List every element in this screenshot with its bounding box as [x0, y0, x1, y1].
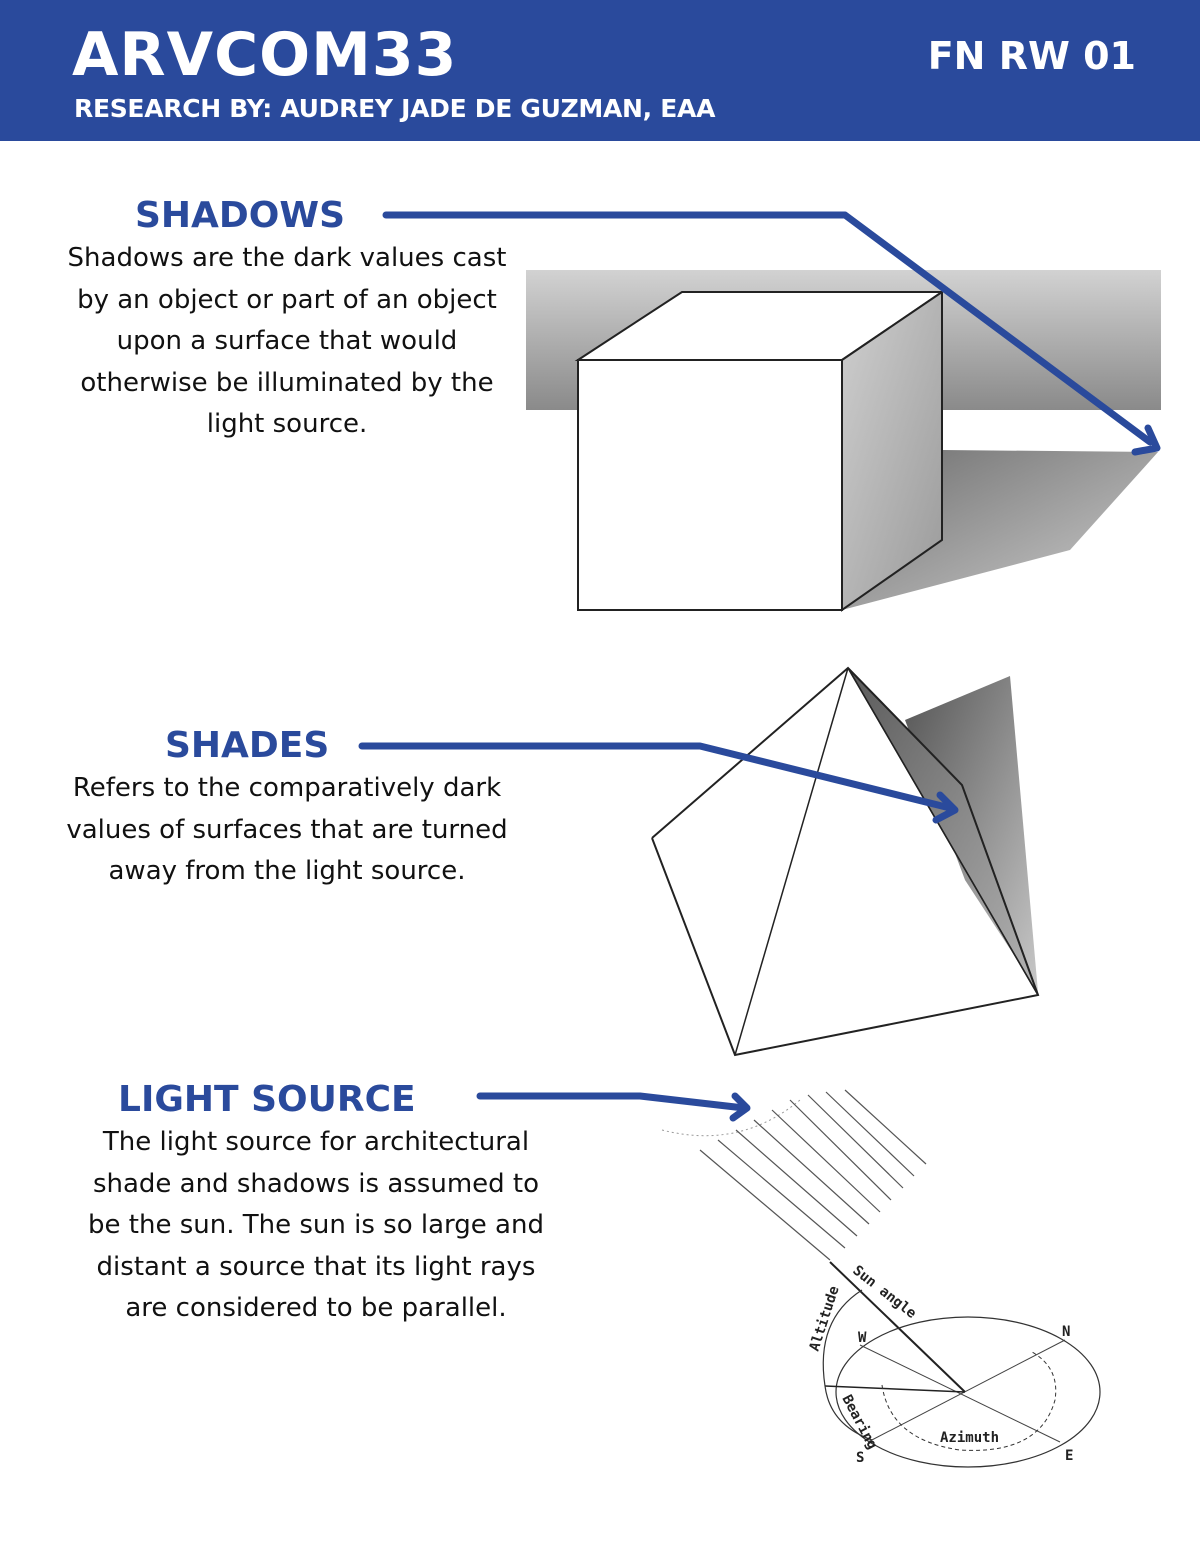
course-title: ARVCOM33	[72, 20, 458, 90]
shadows-arrow	[382, 211, 1154, 446]
west-label: W	[858, 1330, 867, 1346]
east-label: E	[1065, 1448, 1073, 1464]
ray	[699, 1149, 831, 1261]
pointer-arrows	[358, 211, 1161, 1122]
azimuth-label: Azimuth	[940, 1430, 999, 1446]
document-code: FN RW 01	[927, 34, 1136, 78]
south-label: S	[856, 1450, 864, 1466]
ray	[844, 1089, 927, 1165]
pyramid-edge	[734, 667, 849, 1056]
ray	[735, 1129, 858, 1237]
ray	[789, 1099, 892, 1201]
compass-ellipse	[835, 1316, 1101, 1468]
ray	[753, 1119, 870, 1225]
parallel-rays	[699, 1089, 927, 1261]
pyramid-outline	[651, 666, 1040, 1057]
compass-axis	[859, 1344, 1061, 1443]
bearing-line	[824, 1385, 966, 1393]
shadows-title: SHADOWS	[135, 195, 346, 236]
compass-axis	[867, 1339, 1066, 1443]
sun-diagram-labels: Sun angle Altitude Bearing Azimuth N W S…	[807, 1263, 1074, 1466]
sun-rays-illustration	[661, 1089, 1101, 1468]
pyramid-edge	[847, 667, 1039, 996]
research-credit: RESEARCH BY: AUDREY JADE DE GUZMAN, EAA	[74, 94, 716, 123]
azimuth-arc	[881, 1351, 1057, 1451]
ray	[825, 1091, 915, 1177]
altitude-label: Altitude	[807, 1284, 843, 1353]
pyramid-illustration	[651, 666, 1040, 1057]
cube-front-face	[577, 359, 843, 611]
bearing-arc	[824, 1385, 873, 1441]
shades-arrowhead	[932, 791, 959, 824]
shadows-arrowhead	[1131, 424, 1161, 456]
header-bar: ARVCOM33 FN RW 01 RESEARCH BY: AUDREY JA…	[0, 0, 1200, 141]
light-source-arrowhead	[729, 1092, 751, 1122]
altitude-arc	[822, 1289, 863, 1387]
cube-illustration	[526, 270, 1161, 612]
shades-arrow	[358, 742, 954, 812]
north-label: N	[1062, 1324, 1070, 1340]
sun-ray-main	[829, 1261, 966, 1393]
ray	[771, 1109, 881, 1213]
shades-title: SHADES	[165, 725, 330, 766]
ray	[807, 1094, 904, 1189]
shades-text: Refers to the comparatively dark values …	[66, 773, 508, 886]
light-source-title: LIGHT SOURCE	[118, 1079, 416, 1120]
light-source-text: The light source for architectural shade…	[88, 1127, 544, 1323]
light-source-arrow	[476, 1092, 748, 1112]
ray	[717, 1139, 846, 1249]
shadows-text: Shadows are the dark values cast by an o…	[67, 243, 507, 439]
bearing-label: Bearing	[838, 1392, 880, 1452]
